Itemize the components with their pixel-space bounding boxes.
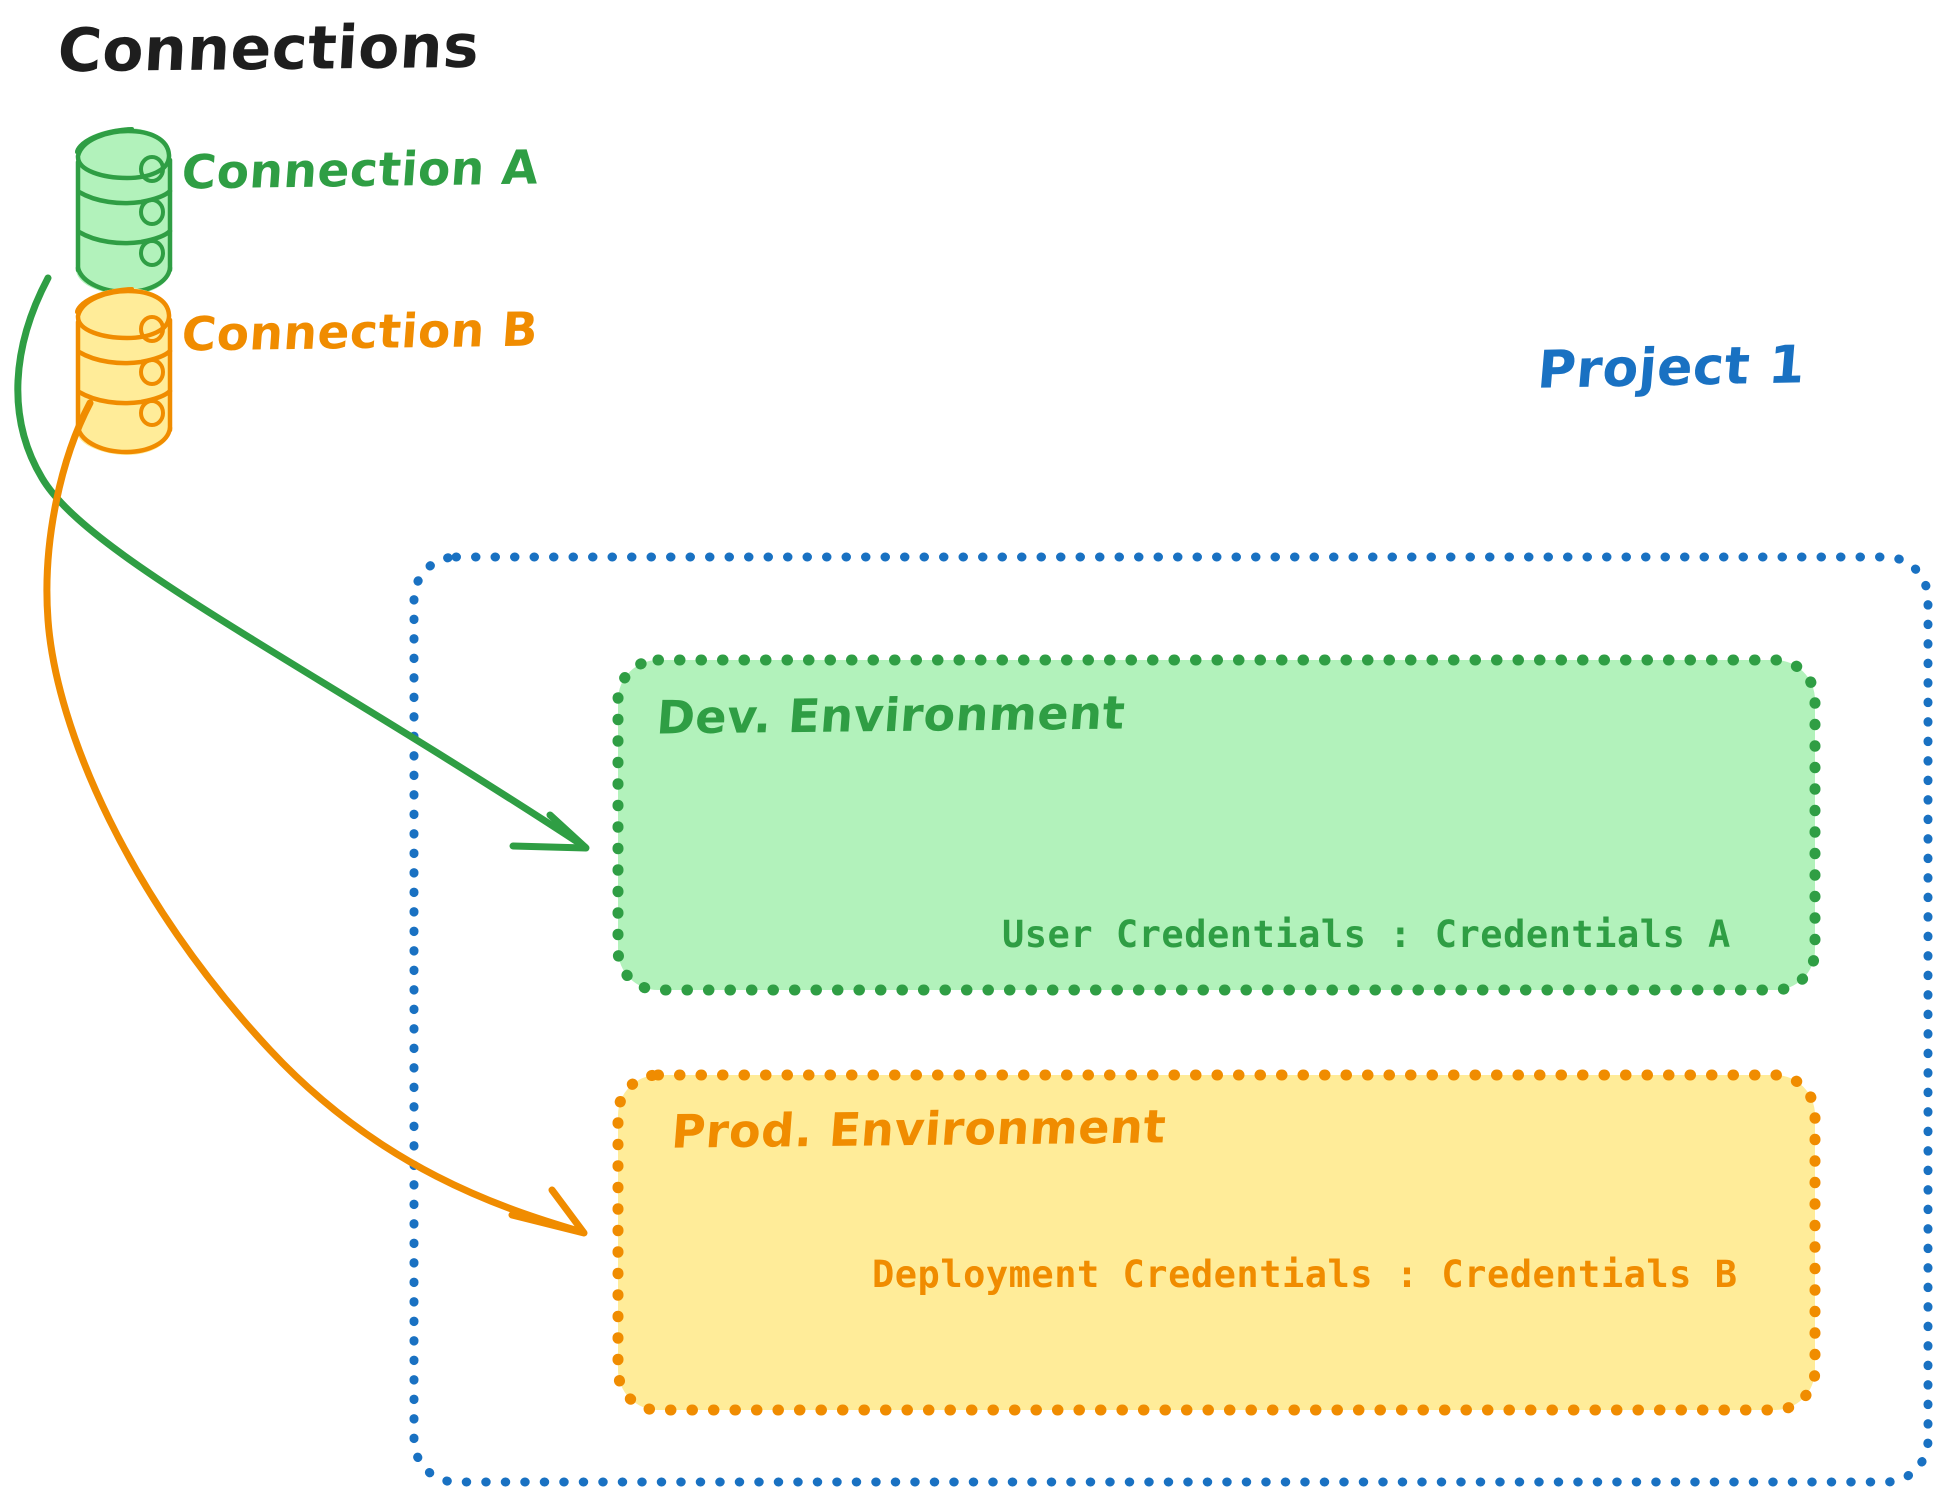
- project-container-box[interactable]: [409, 552, 1933, 1487]
- arrow-connection-b-to-prod: [43, 399, 588, 1237]
- dev-credentials-text: User Credentials : Credentials A: [1002, 913, 1731, 956]
- connection-b-label[interactable]: Connection B: [179, 302, 541, 363]
- prod-environment-title: Prod. Environment: [669, 1099, 1169, 1159]
- page-title: Connections: [55, 11, 482, 87]
- connection-a-label[interactable]: Connection A: [179, 140, 541, 201]
- project-title-label: Project 1: [1535, 335, 1808, 401]
- prod-environment-fill: [618, 1075, 1815, 1410]
- dev-environment-box[interactable]: [612, 654, 1821, 996]
- dev-environment-fill: [618, 660, 1815, 990]
- prod-environment-border: [612, 1069, 1821, 1416]
- database-cylinder-icon-a[interactable]: [75, 127, 173, 295]
- dev-environment-title: Dev. Environment: [654, 685, 1128, 745]
- database-cylinder-icon-b[interactable]: [75, 287, 173, 455]
- project-container-border: [409, 552, 1933, 1487]
- prod-credentials-text: Deployment Credentials : Credentials B: [872, 1253, 1738, 1296]
- prod-environment-box[interactable]: [612, 1069, 1821, 1416]
- dev-environment-border: [612, 654, 1821, 996]
- arrow-connection-a-to-dev: [14, 274, 590, 852]
